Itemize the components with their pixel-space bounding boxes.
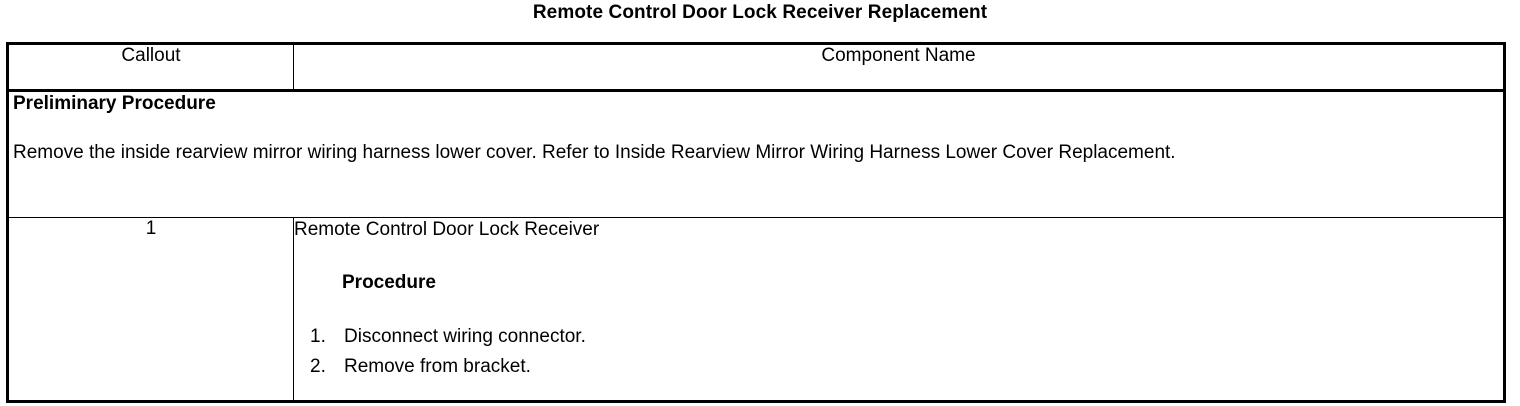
preliminary-procedure-heading: Preliminary Procedure [13,93,216,114]
step-number: 1. [310,326,326,347]
preliminary-procedure-cell: Preliminary Procedure Remove the inside … [7,90,1505,218]
step-number: 2. [310,356,326,377]
component-table: Callout Component Name Preliminary Proce… [6,42,1506,403]
step-text: Remove from bracket. [344,356,531,377]
column-header-callout: Callout [7,43,294,92]
callout-number: 1 [7,217,294,402]
component-details-cell: Remote Control Door Lock Receiver Proced… [294,218,1505,402]
preliminary-procedure-row: Preliminary Procedure Remove the inside … [7,90,1505,218]
component-name-text: Remote Control Door Lock Receiver [294,219,600,240]
step-text: Disconnect wiring connector. [344,326,586,347]
procedure-steps-list: 1. Disconnect wiring connector. 2. Remov… [294,322,1503,382]
list-item: 1. Disconnect wiring connector. [310,322,1503,352]
procedure-heading: Procedure [342,272,436,293]
page-title: Remote Control Door Lock Receiver Replac… [532,2,988,23]
list-item: 2. Remove from bracket. [310,352,1503,382]
table-row: 1 Remote Control Door Lock Receiver Proc… [7,217,1505,402]
table-header-row: Callout Component Name [7,43,1505,92]
column-header-component-name: Component Name [293,43,1505,92]
preliminary-procedure-text: Remove the inside rearview mirror wiring… [13,142,1176,163]
